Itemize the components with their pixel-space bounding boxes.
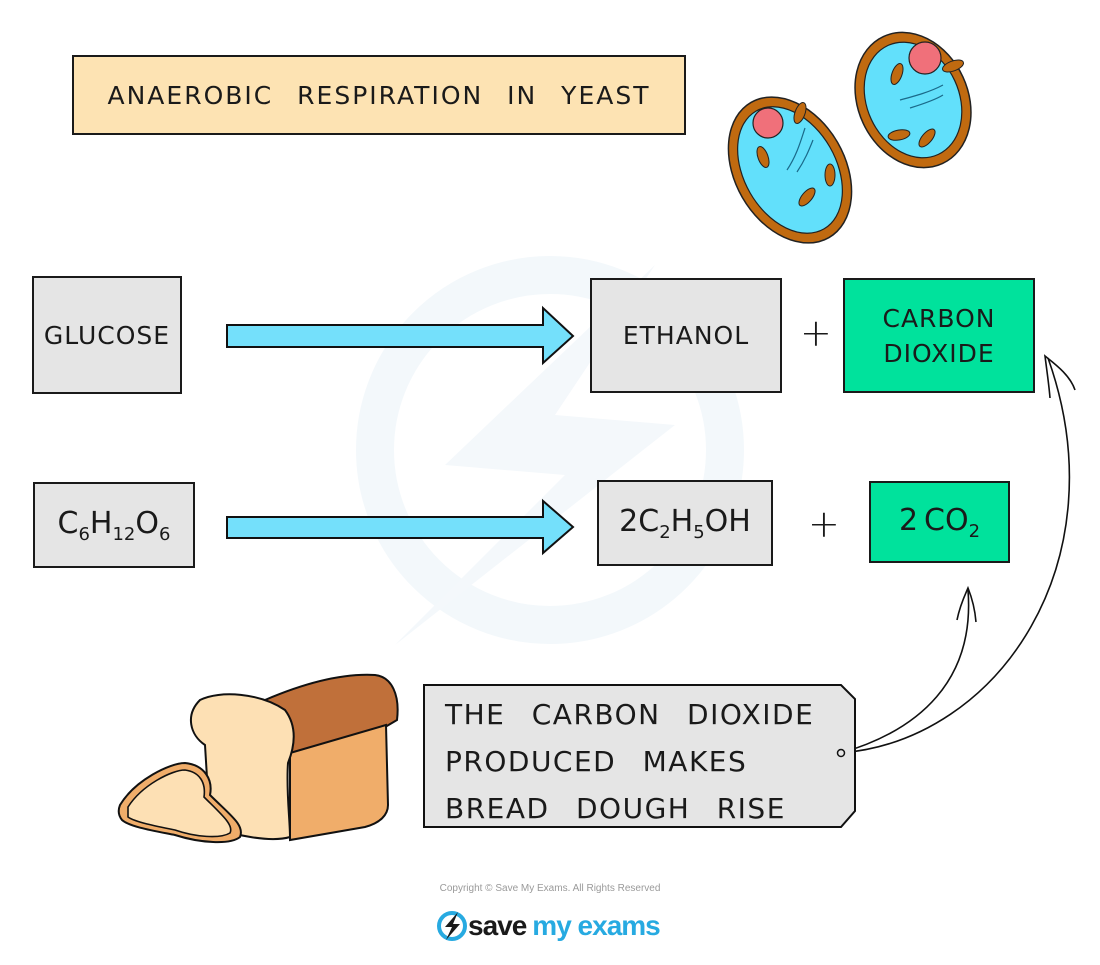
element-symbol: C <box>57 505 79 541</box>
ethanol-label: ETHANOL <box>622 321 750 350</box>
plus-sign: + <box>808 502 840 546</box>
plus-sign: + <box>800 311 832 355</box>
glucose-formula-box: C6H12O6 <box>33 482 195 568</box>
note-line: PRODUCED MAKES <box>445 745 748 778</box>
copyright-text: Copyright © Save My Exams. All Rights Re… <box>439 883 661 894</box>
element-symbol: O <box>135 505 160 541</box>
glucose-label: GLUCOSE <box>43 320 171 350</box>
reaction-arrow-icon <box>226 498 575 556</box>
element-symbol: CO <box>924 502 969 538</box>
yeast-cells-icon <box>727 31 972 244</box>
watermark-logo-icon <box>356 256 744 645</box>
element-symbol: H <box>670 503 694 539</box>
subscript: 2 <box>968 520 981 542</box>
carbon-dioxide-box: CARBON DIOXIDE <box>843 278 1035 393</box>
coefficient: 2 <box>619 503 639 539</box>
page-title: ANAEROBIC RESPIRATION IN YEAST <box>107 80 651 110</box>
note-line: BREAD DOUGH RISE <box>445 792 786 825</box>
element-symbol: C <box>638 503 660 539</box>
subscript: 6 <box>159 523 171 545</box>
brand-logo: save my exams <box>436 906 661 946</box>
subscript: 12 <box>112 523 136 545</box>
lightning-logo-icon <box>437 911 467 941</box>
logo-exams-text: my exams <box>532 910 660 941</box>
element-symbol: H <box>89 505 113 541</box>
logo-save-text: save <box>468 910 527 941</box>
ethanol-formula: 2C2H5OH <box>619 501 751 545</box>
subscript: 2 <box>659 521 671 543</box>
note-text: THE CARBON DIOXIDE PRODUCED MAKES BREAD … <box>445 691 814 832</box>
ethanol-formula-box: 2C2H5OH <box>597 480 773 566</box>
element-symbol: OH <box>704 503 751 539</box>
title-banner: ANAEROBIC RESPIRATION IN YEAST <box>72 55 686 135</box>
note-line: THE CARBON DIOXIDE <box>445 698 815 731</box>
coefficient: 2 <box>898 502 919 538</box>
ethanol-box: ETHANOL <box>590 278 782 393</box>
bread-loaf-icon <box>117 673 399 844</box>
subscript: 6 <box>78 523 90 545</box>
glucose-box: GLUCOSE <box>32 276 182 394</box>
glucose-formula: C6H12O6 <box>58 503 171 547</box>
reaction-arrow-icon <box>226 305 575 366</box>
carbon-dioxide-label-line2: DIOXIDE <box>883 338 995 368</box>
subscript: 5 <box>693 521 705 543</box>
carbon-dioxide-label-line1: CARBON <box>882 303 996 333</box>
note-tag: THE CARBON DIOXIDE PRODUCED MAKES BREAD … <box>423 683 856 828</box>
